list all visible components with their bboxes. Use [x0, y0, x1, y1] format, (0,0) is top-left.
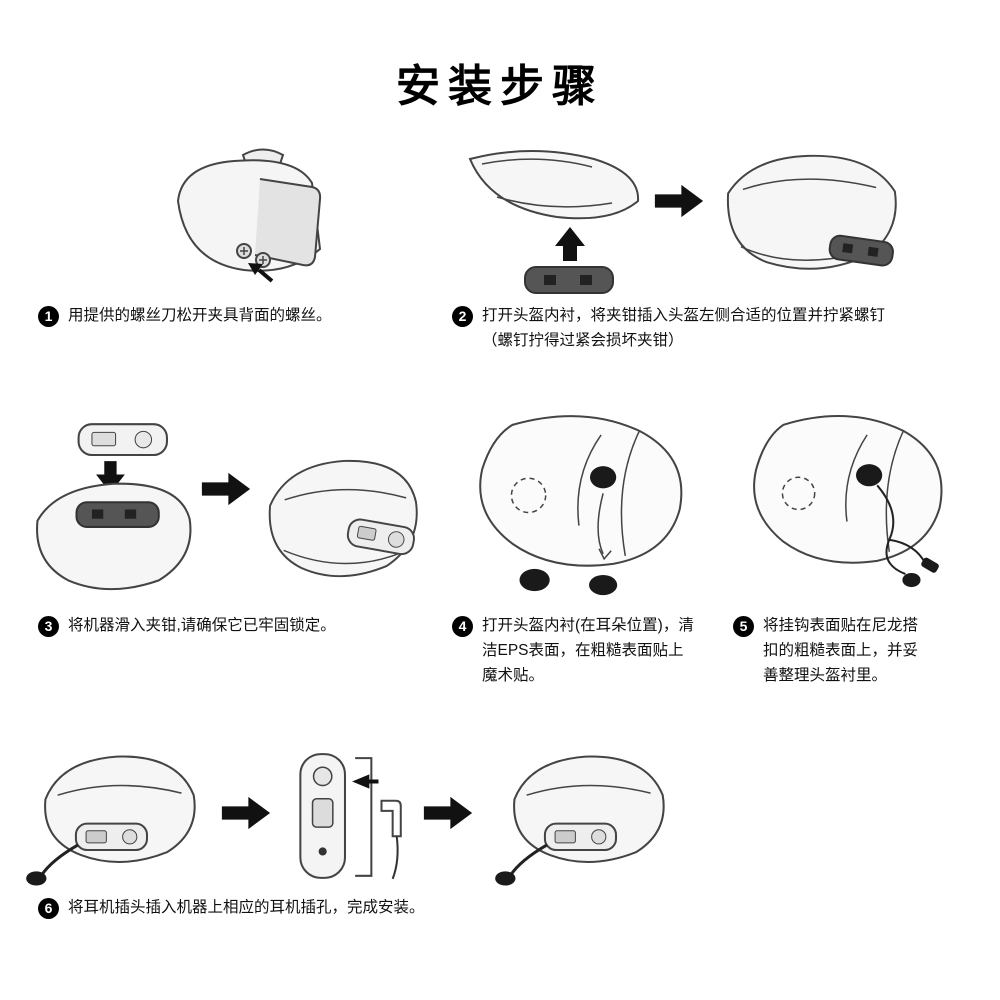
step-4-number-badge: 4: [452, 616, 473, 637]
microphone: [495, 871, 516, 886]
helmet-clamp-attached-illustration: [712, 150, 907, 298]
ear-position-dashed-circle: [781, 476, 816, 511]
step-6-caption: 6 将耳机插头插入机器上相应的耳机插孔，完成安装。: [38, 896, 558, 921]
microphone-boom: [509, 843, 548, 877]
step-1-caption: 1 用提供的螺丝刀松开夹具背面的螺丝。: [38, 304, 448, 329]
helmet-clamp-insert-illustration: [462, 148, 647, 300]
earphone-jack: [318, 847, 327, 856]
clamp-bracket: [355, 757, 373, 877]
step-6-number-badge: 6: [38, 898, 59, 919]
step-5-number-badge: 5: [733, 616, 754, 637]
step-5-text: 将挂钩表面贴在尼龙搭扣的粗糙表面上，并妥善整理头盔衬里。: [763, 617, 919, 684]
step-3-caption: 3 将机器滑入夹钳,请确保它已牢固锁定。: [38, 614, 448, 639]
right-arrow-icon: [220, 794, 272, 832]
step-2-caption: 2 打开头盔内衬，将夹钳插入头盔左侧合适的位置并拧紧螺钉（螺钉拧得过紧会损坏夹钳…: [452, 304, 896, 354]
step-1-number-badge: 1: [38, 306, 59, 327]
helmet-interior-velcro-illustration: [452, 412, 724, 610]
earphone-plug: [380, 799, 402, 838]
wire-connector: [902, 572, 921, 588]
clamp-screwdriver-illustration: [148, 138, 348, 300]
step-3-number-badge: 3: [38, 616, 59, 637]
earphone-plug-illustration: [280, 748, 412, 890]
helmet-device-attached-illustration: [258, 424, 428, 599]
microphone: [26, 871, 47, 886]
earphone-cable: [391, 836, 399, 880]
speaker-pad: [519, 568, 550, 592]
helmet-complete-illustration: [484, 742, 682, 890]
helmet-interior-hook-illustration: [728, 412, 980, 610]
step-1-text: 用提供的螺丝刀松开夹具背面的螺丝。: [68, 307, 332, 324]
microphone-boom: [40, 843, 79, 877]
step-3-text: 将机器滑入夹钳,请确保它已牢固锁定。: [68, 617, 336, 634]
step-4-text: 打开头盔内衬(在耳朵位置)，清洁EPS表面，在粗糙表面贴上魔术贴。: [482, 617, 694, 684]
step-2-text: 打开头盔内衬，将夹钳插入头盔左侧合适的位置并拧紧螺钉（螺钉拧得过紧会损坏夹钳）: [482, 307, 886, 349]
speaker-pad: [590, 466, 617, 489]
wire-connector: [921, 557, 939, 573]
right-arrow-icon: [200, 470, 252, 508]
speaker-pad: [589, 574, 618, 596]
step-4-caption: 4 打开头盔内衬(在耳朵位置)，清洁EPS表面，在粗糙表面贴上魔术贴。: [452, 614, 698, 688]
screw-arrow-icon: [248, 263, 263, 275]
step-6-text: 将耳机插头插入机器上相应的耳机插孔，完成安装。: [68, 899, 425, 916]
step-5-caption: 5 将挂钩表面贴在尼龙搭扣的粗糙表面上，并妥善整理头盔衬里。: [733, 614, 931, 688]
speaker-pad: [856, 464, 883, 487]
left-arrow-icon: [352, 774, 379, 789]
right-arrow-icon: [653, 182, 705, 220]
down-arrow-icon: [96, 461, 125, 494]
right-arrow-icon: [422, 794, 474, 832]
step-2-number-badge: 2: [452, 306, 473, 327]
device-slide-into-clamp-illustration: [25, 418, 200, 603]
ear-position-dashed-circle: [510, 477, 547, 514]
helmet-headset-illustration: [15, 742, 213, 890]
page-title: 安装步骤: [396, 62, 604, 111]
up-arrow-icon: [555, 227, 585, 261]
